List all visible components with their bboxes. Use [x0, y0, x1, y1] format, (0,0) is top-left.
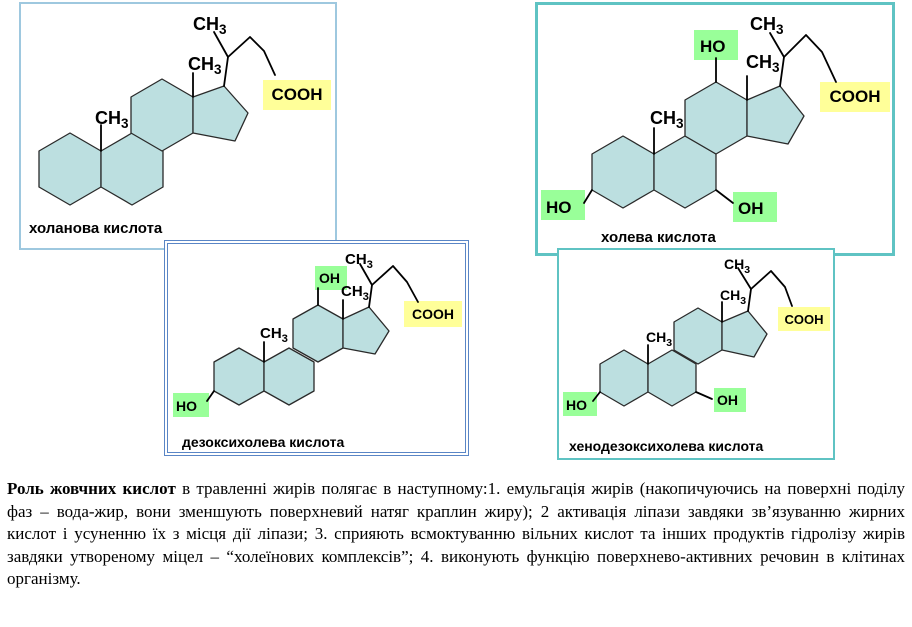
cooh-label-cholic: COOH	[829, 87, 881, 106]
bond-c3-oh	[206, 390, 215, 402]
subscript-3: 3	[776, 22, 784, 37]
subscript-3: 3	[744, 264, 750, 276]
bile-acids-role-paragraph: Роль жовчних кислот в травленні жирів по…	[7, 478, 905, 591]
name-cholic-acid: холева кислота	[601, 229, 716, 246]
ho-left-highlight-cheno	[563, 392, 597, 416]
paragraph-text: в травленні жирів полягає в наступному:1…	[7, 479, 905, 588]
subscript-3: 3	[367, 259, 373, 271]
molecule-cholanic-acid: CH3 CH3 CH3	[38, 14, 276, 206]
cooh-label-cheno: COOH	[784, 311, 824, 327]
ho-top-highlight-cholic	[694, 30, 738, 60]
bond-c20-methyl	[737, 267, 752, 290]
cooh-label-deoxy: COOH	[412, 306, 454, 322]
methyl-label-top: CH3	[724, 256, 750, 276]
subscript-3: 3	[219, 22, 227, 37]
subscript-3: 3	[676, 116, 684, 131]
name-chenodeoxycholic-acid: хенодезоксихолева кислота	[569, 438, 764, 454]
cooh-highlight-cholic	[820, 82, 890, 112]
steroid-structures: CH3 CH3 CH3 CH3 CH3 CH3 HO HO OH CH3	[38, 14, 837, 414]
methyl-label-ring10: CH3	[650, 108, 684, 131]
side-chain	[779, 34, 837, 87]
methyl-label-ring10: CH3	[95, 108, 129, 131]
ho-left-highlight-cholic	[541, 190, 585, 220]
bond-c20-methyl	[769, 32, 785, 58]
cooh-highlight-cheno	[778, 307, 830, 331]
oh-bottom-label: OH	[717, 392, 738, 408]
subscript-3: 3	[666, 337, 672, 349]
oh-top-highlight-deoxy	[315, 266, 347, 290]
bond-c3-oh	[592, 391, 601, 402]
side-chain	[223, 36, 276, 87]
paragraph-bold-lead: Роль жовчних кислот	[7, 479, 176, 498]
subscript-3: 3	[363, 291, 369, 303]
molecule-deoxycholic-acid: CH3 CH3 CH3 OH HO	[176, 251, 419, 414]
ring-a	[599, 349, 649, 407]
ho-left-highlight-deoxy	[173, 393, 209, 417]
bond-c7-oh	[695, 391, 713, 400]
oh-bottom-highlight-cholic	[733, 192, 777, 222]
subscript-3: 3	[214, 62, 222, 77]
molecule-chenodeoxycholic-acid: CH3 CH3 CH3 HO OH	[566, 256, 793, 413]
side-chain	[747, 270, 793, 312]
ring-c	[292, 304, 344, 363]
methyl-label-ring13: CH3	[720, 287, 746, 307]
oh-bottom-label: OH	[738, 199, 764, 218]
molecule-cholic-acid: CH3 CH3 CH3 HO HO OH	[546, 14, 837, 218]
methyl-label-ring13: CH3	[188, 54, 222, 77]
ring-a	[38, 132, 102, 206]
ho-left-label: HO	[546, 198, 572, 217]
oh-top-label: OH	[319, 270, 340, 286]
subscript-3: 3	[282, 333, 288, 345]
methyl-label-top: CH3	[750, 14, 784, 37]
bond-c3-oh	[583, 189, 593, 204]
methyl-label-ring10: CH3	[260, 325, 288, 345]
methyl-label-ring13: CH3	[341, 283, 369, 303]
ho-left-label: HO	[176, 398, 197, 414]
side-chain	[368, 265, 419, 308]
methyl-label-top: CH3	[345, 251, 373, 271]
name-deoxycholic-acid: дезоксихолева кислота	[182, 434, 345, 450]
ring-a	[213, 347, 265, 406]
ring-d	[721, 310, 768, 358]
ring-a	[591, 135, 655, 209]
cooh-highlight-cholanic	[263, 80, 331, 110]
bond-c7-oh	[715, 189, 734, 204]
cooh-label-cholanic: COOH	[271, 85, 323, 104]
ring-d	[192, 85, 249, 142]
subscript-3: 3	[121, 116, 129, 131]
ho-top-label: HO	[700, 37, 726, 56]
methyl-label-ring10: CH3	[646, 329, 672, 349]
bond-c20-methyl	[213, 31, 229, 58]
subscript-3: 3	[772, 60, 780, 75]
oh-bottom-highlight-cheno	[714, 388, 746, 412]
ring-d	[746, 85, 805, 145]
ring-d	[342, 306, 390, 355]
methyl-label-top: CH3	[193, 14, 227, 37]
subscript-3: 3	[740, 295, 746, 307]
ho-left-label: HO	[566, 397, 587, 413]
ring-b	[263, 347, 315, 406]
name-cholanic-acid: холанова кислота	[29, 220, 163, 237]
cooh-highlight-deoxy	[404, 301, 462, 327]
bond-c20-methyl	[359, 263, 373, 286]
methyl-label-ring13: CH3	[746, 52, 780, 75]
